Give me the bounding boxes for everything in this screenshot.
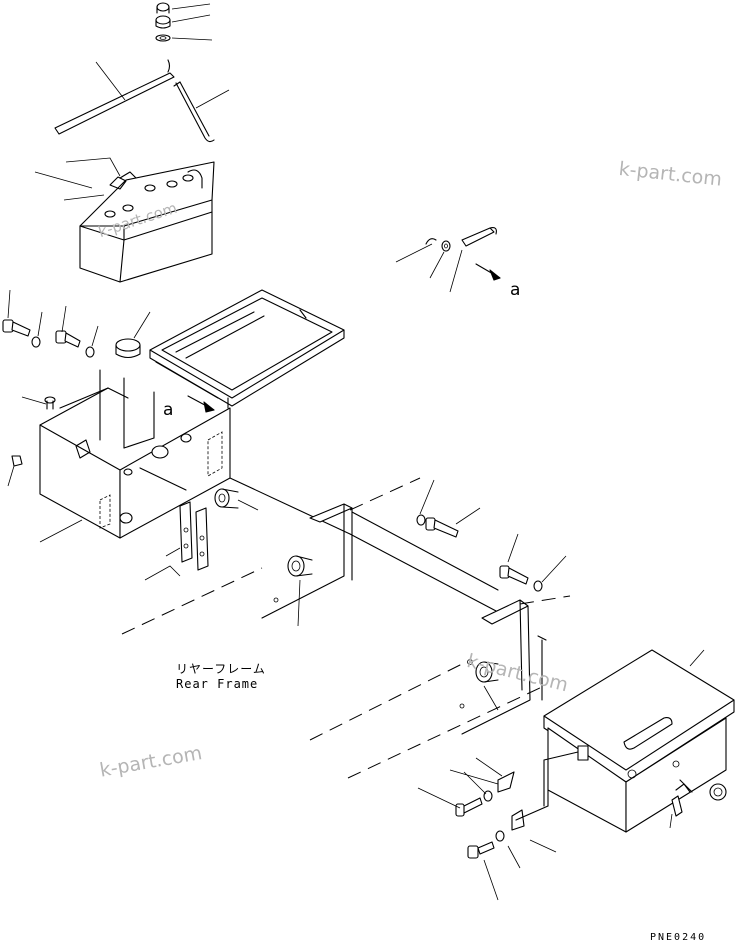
washer [85,346,95,358]
bracket [179,501,209,571]
leader-line [95,3,230,109]
bolt [499,565,529,585]
washer [416,514,426,526]
rear-frame [229,477,547,735]
battery-hold-rod [54,59,175,135]
leader-line [689,649,705,667]
leader-line [7,289,99,347]
lock-parts [671,779,727,817]
rubber-cap [115,338,141,359]
leader-line [419,479,567,583]
tool-box [543,649,735,833]
washer [533,580,543,592]
bolt [2,319,31,337]
battery-tray [149,289,345,407]
detail-ref-a-right: a [510,280,521,300]
centerline [349,477,421,511]
hook-bolt [173,81,215,143]
centerline [309,663,463,741]
screw [44,396,56,410]
battery-box [39,369,231,539]
leader-line [144,547,181,581]
centerline [519,595,571,605]
centerline [347,685,545,779]
clip [11,455,23,467]
plate [497,771,525,831]
battery [79,161,215,283]
rubber-mount [214,488,239,509]
drawing-code: PNE0240 [650,932,707,943]
leader-line [297,579,499,711]
bolt [55,330,81,348]
detail-ref-a-left: a [163,400,174,420]
leader-line [133,311,151,339]
battery-hold-nuts [155,2,171,42]
washer [483,790,493,802]
leader-line [237,499,259,511]
leader-line [417,757,557,901]
leader-line [669,813,673,829]
leader-line [395,243,463,293]
bolt [467,841,495,859]
link-line [515,751,579,821]
arrow [475,263,501,281]
centerline [121,567,263,635]
bolt [455,797,483,817]
rear-frame-label-en: Rear Frame [176,677,259,691]
clamp-detail [425,227,497,252]
leader-line [7,396,83,543]
washer [31,336,41,348]
washer [495,830,505,842]
leader-line [34,157,121,201]
rear-frame-label-jp: リヤーフレーム [176,662,266,676]
bolt [425,517,459,538]
arrow [187,395,215,413]
